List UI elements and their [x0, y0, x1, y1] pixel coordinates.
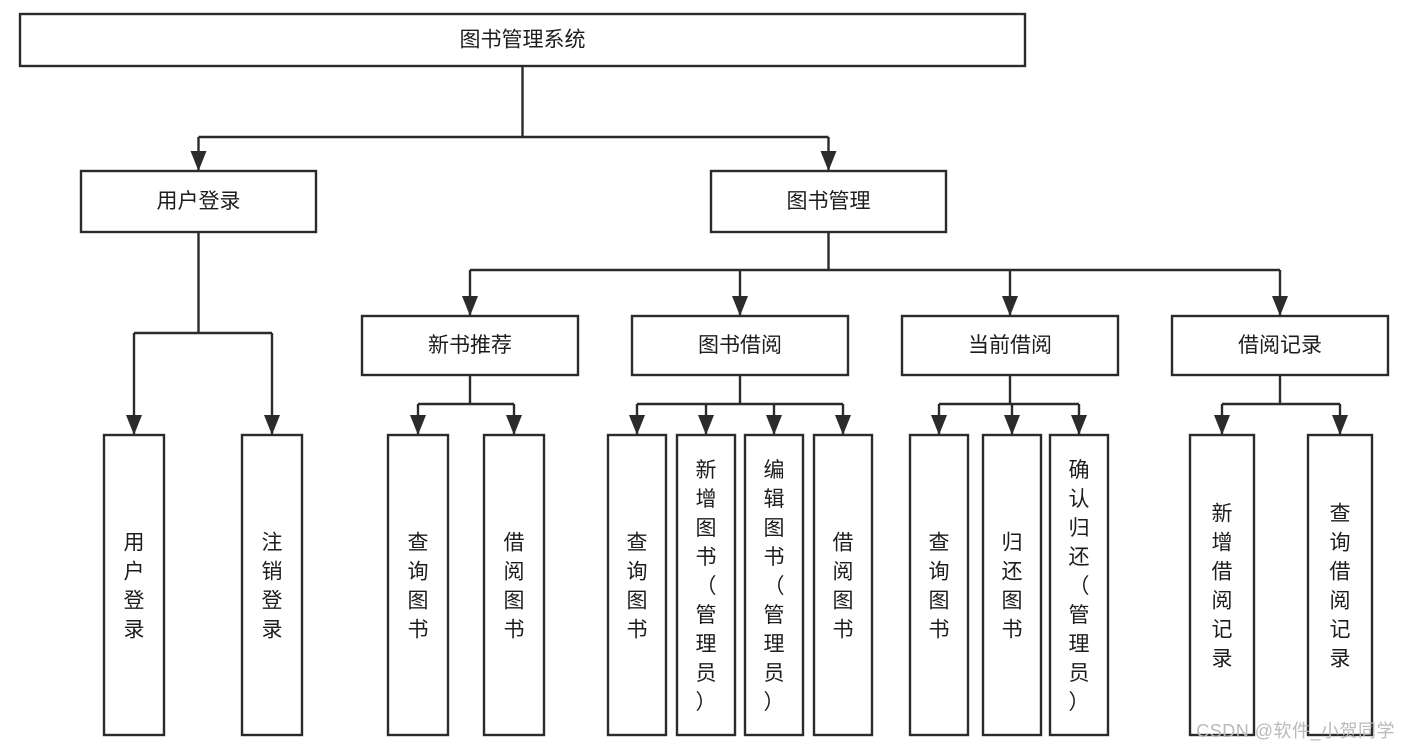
arrow-head-icon	[732, 296, 748, 316]
node-box[interactable]	[900, 314, 1120, 377]
node-l_rc_add[interactable]: 新增借阅记录	[1188, 433, 1256, 737]
node-l_cu_query[interactable]: 查询图书	[908, 433, 970, 737]
node-box[interactable]	[709, 169, 948, 234]
node-box[interactable]	[1048, 433, 1110, 737]
arrow-head-icon	[126, 415, 142, 435]
node-box[interactable]	[1188, 433, 1256, 737]
node-box[interactable]	[18, 12, 1027, 68]
node-login[interactable]: 用户登录	[79, 169, 318, 234]
node-label: 查询图书	[408, 532, 429, 642]
arrow-head-icon	[1004, 415, 1020, 435]
node-l_nb_borrow[interactable]: 借阅图书	[482, 433, 546, 737]
node-label: 新书推荐	[428, 334, 512, 357]
node-label: 借阅记录	[1238, 334, 1322, 357]
arrow-head-icon	[462, 296, 478, 316]
node-l_cu_conf[interactable]: 确认归还（管理员）	[1048, 433, 1110, 737]
node-label: 确认归还（管理员）	[1069, 459, 1090, 714]
node-l_logout[interactable]: 注销登录	[240, 433, 304, 737]
node-box[interactable]	[386, 433, 450, 737]
arrow-head-icon	[835, 415, 851, 435]
node-l_cu_return[interactable]: 归还图书	[981, 433, 1043, 737]
node-label: 借阅图书	[504, 532, 525, 642]
node-label: 新增图书（管理员）	[696, 459, 717, 714]
arrow-head-icon	[629, 415, 645, 435]
node-label: 当前借阅	[968, 334, 1052, 357]
node-box[interactable]	[675, 433, 737, 737]
node-l_bk_query[interactable]: 查询图书	[606, 433, 668, 737]
node-label: 查询图书	[929, 532, 950, 642]
node-label: 图书管理	[787, 190, 871, 213]
node-box[interactable]	[1306, 433, 1374, 737]
arrow-head-icon	[1214, 415, 1230, 435]
node-box[interactable]	[482, 433, 546, 737]
node-box[interactable]	[240, 433, 304, 737]
node-borrow[interactable]: 图书借阅	[630, 314, 850, 377]
node-label: 新增借阅记录	[1212, 503, 1233, 671]
node-bookmgmt[interactable]: 图书管理	[709, 169, 948, 234]
arrow-head-icon	[1071, 415, 1087, 435]
node-label: 用户登录	[124, 532, 145, 642]
arrow-head-icon	[931, 415, 947, 435]
arrow-head-icon	[506, 415, 522, 435]
node-box[interactable]	[908, 433, 970, 737]
arrow-head-icon	[410, 415, 426, 435]
node-label: 归还图书	[1002, 532, 1023, 642]
arrow-head-icon	[698, 415, 714, 435]
node-l_bk_edit[interactable]: 编辑图书（管理员）	[743, 433, 805, 737]
node-box[interactable]	[981, 433, 1043, 737]
arrow-head-icon	[820, 151, 837, 171]
node-box[interactable]	[606, 433, 668, 737]
node-box[interactable]	[812, 433, 874, 737]
node-label: 用户登录	[157, 190, 241, 213]
node-box[interactable]	[360, 314, 580, 377]
node-box[interactable]	[1170, 314, 1390, 377]
node-l_bk_borrow[interactable]: 借阅图书	[812, 433, 874, 737]
arrow-head-icon	[766, 415, 782, 435]
node-label: 图书借阅	[698, 334, 782, 357]
node-box[interactable]	[743, 433, 805, 737]
node-label: 编辑图书（管理员）	[764, 459, 785, 714]
node-l_rc_query[interactable]: 查询借阅记录	[1306, 433, 1374, 737]
node-root[interactable]: 图书管理系统	[18, 12, 1027, 68]
connector-layer	[126, 66, 1348, 435]
node-box[interactable]	[630, 314, 850, 377]
arrow-head-icon	[264, 415, 280, 435]
node-layer: 图书管理系统用户登录图书管理新书推荐图书借阅当前借阅借阅记录用户登录注销登录查询…	[18, 12, 1390, 737]
node-box[interactable]	[102, 433, 166, 737]
node-l_bk_add[interactable]: 新增图书（管理员）	[675, 433, 737, 737]
node-label: 查询图书	[627, 532, 648, 642]
node-l_nb_query[interactable]: 查询图书	[386, 433, 450, 737]
node-current[interactable]: 当前借阅	[900, 314, 1120, 377]
arrow-head-icon	[1002, 296, 1018, 316]
node-newbook[interactable]: 新书推荐	[360, 314, 580, 377]
node-label: 注销登录	[262, 532, 283, 642]
node-records[interactable]: 借阅记录	[1170, 314, 1390, 377]
node-l_login[interactable]: 用户登录	[102, 433, 166, 737]
node-label: 借阅图书	[833, 532, 854, 642]
arrow-head-icon	[190, 151, 207, 171]
arrow-head-icon	[1272, 296, 1288, 316]
node-box[interactable]	[79, 169, 318, 234]
node-label: 图书管理系统	[460, 29, 586, 52]
arrow-head-icon	[1332, 415, 1348, 435]
node-label: 查询借阅记录	[1330, 503, 1351, 671]
